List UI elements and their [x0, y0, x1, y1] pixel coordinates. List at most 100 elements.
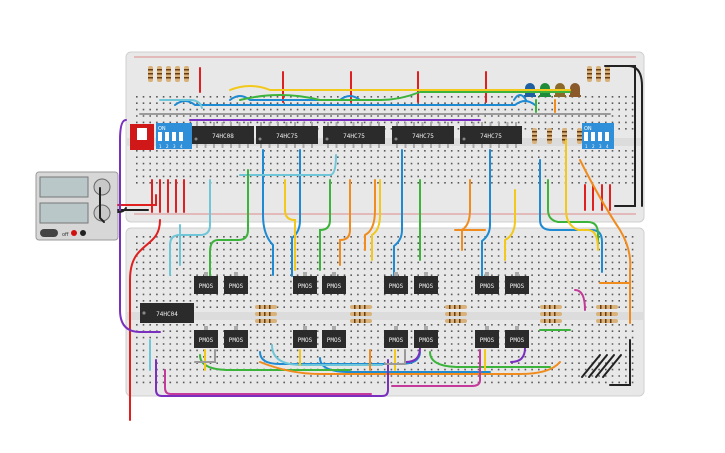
wire-purple[interactable] [155, 359, 389, 397]
resistor[interactable] [350, 305, 372, 309]
dip-toggle[interactable] [584, 132, 588, 141]
resistors[interactable] [148, 66, 618, 323]
top-chip[interactable] [460, 126, 522, 144]
wire-cyan[interactable] [239, 154, 337, 176]
wire-blue[interactable] [513, 94, 527, 101]
pmos-chip[interactable] [322, 330, 346, 348]
resistor[interactable] [255, 305, 277, 309]
pmos-chip[interactable] [414, 330, 438, 348]
wire-magenta[interactable] [574, 289, 586, 311]
wire-purple[interactable] [405, 347, 421, 363]
wire-green[interactable] [547, 179, 599, 245]
resistor[interactable] [596, 312, 618, 316]
resistor[interactable] [596, 305, 618, 309]
resistor[interactable] [255, 319, 277, 323]
wires[interactable] [99, 65, 643, 421]
wire-yellow[interactable] [284, 179, 296, 271]
pmos-chip[interactable] [414, 276, 438, 294]
wire-cyan[interactable] [159, 99, 203, 109]
wire-black[interactable] [581, 354, 601, 378]
resistor[interactable] [540, 319, 562, 323]
wire-gray[interactable] [194, 349, 216, 363]
wire-cyan[interactable] [271, 344, 383, 366]
pmos-chip[interactable] [293, 330, 317, 348]
top-chip[interactable] [392, 126, 454, 144]
pmos-chip[interactable] [224, 330, 248, 348]
wire-green[interactable] [319, 179, 331, 271]
resistor[interactable] [540, 312, 562, 316]
voltage-knob[interactable] [93, 178, 111, 196]
dip-toggle[interactable] [158, 132, 162, 141]
wire-green[interactable] [199, 354, 351, 371]
wire-blue[interactable] [291, 149, 301, 277]
power-switch[interactable] [40, 229, 58, 237]
wire-green[interactable] [239, 91, 571, 101]
wire-purple[interactable] [119, 119, 161, 333]
dip-toggle[interactable] [165, 132, 169, 141]
negative-terminal[interactable] [80, 230, 86, 236]
pmos-chip[interactable] [384, 276, 408, 294]
wire-blue[interactable] [393, 149, 403, 277]
wire-orange[interactable] [339, 179, 351, 266]
inverter-chip[interactable]: 74HC04 [140, 303, 194, 323]
wire-yellow[interactable] [565, 139, 599, 251]
dip-toggle[interactable] [179, 132, 183, 141]
resistor[interactable] [350, 319, 372, 323]
wire-black[interactable] [604, 65, 636, 207]
resistor[interactable] [445, 312, 467, 316]
wire-black[interactable] [595, 354, 615, 378]
wire-yellow[interactable] [371, 179, 381, 261]
wire-blue[interactable] [229, 95, 361, 101]
top-chip[interactable] [256, 126, 318, 144]
wire-gray[interactable] [384, 349, 406, 365]
pmos-chip[interactable] [224, 276, 248, 294]
dip-toggle[interactable] [598, 132, 602, 141]
wire-red[interactable] [117, 194, 157, 206]
wire-cyan[interactable] [169, 179, 211, 276]
resistor[interactable] [255, 312, 277, 316]
wire-orange[interactable] [364, 179, 376, 251]
wire-green[interactable] [429, 351, 551, 368]
resistor[interactable] [596, 319, 618, 323]
bottom-breadboard[interactable] [125, 227, 645, 397]
pmos-chip[interactable] [505, 330, 529, 348]
top-chip[interactable] [323, 126, 385, 144]
pmos-chip[interactable] [293, 276, 317, 294]
dip-toggle[interactable] [605, 132, 609, 141]
pmos-chip[interactable] [475, 276, 499, 294]
resistor[interactable] [540, 305, 562, 309]
slide-switch[interactable] [130, 124, 154, 150]
wire-green[interactable] [209, 169, 249, 278]
wire-black[interactable] [588, 354, 608, 378]
wire-black[interactable] [602, 354, 622, 378]
resistor[interactable] [445, 319, 467, 323]
top-chip[interactable] [192, 126, 254, 144]
wire-orange[interactable] [599, 282, 631, 324]
resistor[interactable] [350, 312, 372, 316]
wire-purple[interactable] [510, 347, 526, 363]
wire-black[interactable] [99, 187, 105, 223]
wire-orange[interactable] [579, 159, 632, 311]
pmos-chip[interactable] [505, 276, 529, 294]
led[interactable] [570, 83, 580, 96]
pmos-chip[interactable] [322, 276, 346, 294]
wire-blue[interactable] [481, 149, 491, 277]
pmos-chip[interactable] [194, 330, 218, 348]
dip-toggle[interactable] [591, 132, 595, 141]
pmos-chip[interactable] [194, 276, 218, 294]
power-supply[interactable]: off [35, 171, 119, 241]
wire-yellow[interactable] [504, 189, 516, 261]
resistor[interactable] [445, 305, 467, 309]
wire-red[interactable] [129, 219, 161, 421]
wire-blue[interactable] [262, 149, 274, 276]
wire-black[interactable] [117, 207, 127, 213]
pmos-chip[interactable] [384, 330, 408, 348]
pmos-chip[interactable] [475, 330, 499, 348]
dip-toggle[interactable] [172, 132, 176, 141]
wire-blue[interactable] [174, 100, 536, 106]
